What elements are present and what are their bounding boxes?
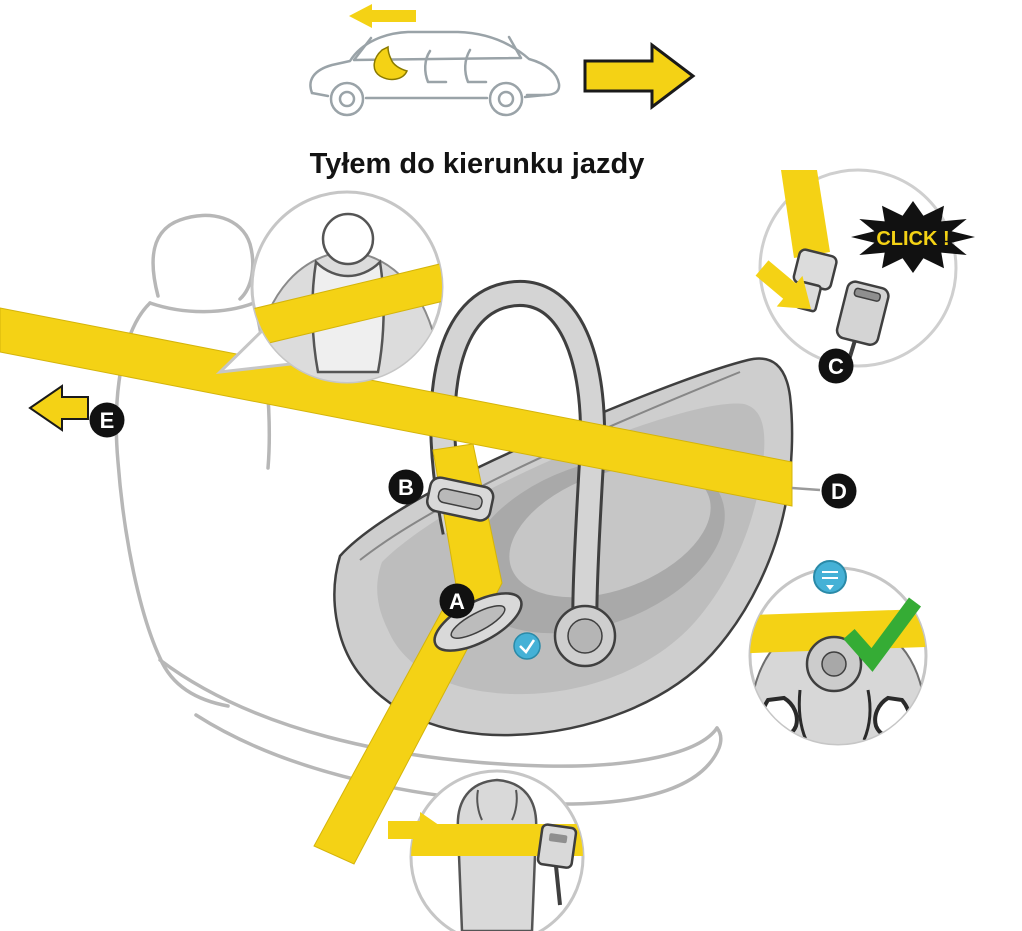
badge-e: E [89, 402, 125, 438]
d-connector-line [791, 486, 821, 492]
shoulder-belt [0, 307, 793, 507]
vehicle-headrest [151, 213, 255, 301]
chest-belt-callout [215, 190, 444, 384]
belt-guide-icon [813, 560, 847, 594]
insert-buckle-arrow-icon [755, 260, 812, 310]
check-icon [843, 597, 922, 672]
lap-belt-callout [388, 769, 585, 931]
buckle-receptacle [835, 280, 890, 379]
belt-lockoff [425, 476, 495, 522]
belt-route-callout [748, 566, 928, 746]
badge-d: D [821, 473, 857, 509]
belt-hook [433, 592, 523, 652]
badge-c: C [818, 348, 854, 384]
baby-head [321, 212, 375, 266]
badge-b: B [388, 469, 424, 505]
badge-b-label: B [398, 475, 414, 500]
badge-d-label: D [831, 479, 847, 504]
route-belt-arrow-icon [388, 812, 446, 848]
buckle-callout [755, 168, 958, 379]
badge-a: A [439, 583, 475, 619]
badge-a-label: A [449, 589, 465, 614]
badge-c-label: C [828, 354, 844, 379]
click-label: CLICK ! [876, 228, 949, 250]
buckle-tongue [792, 248, 838, 313]
car-child-seat [373, 45, 409, 81]
pull-belt-arrow-icon [28, 384, 89, 432]
callout-belt-band [252, 261, 442, 349]
rear-wheel [488, 81, 524, 117]
front-wheel [329, 81, 365, 117]
callout-buckle [536, 823, 578, 869]
vehicle-cushion [158, 658, 719, 768]
badge-e-label: E [100, 408, 115, 433]
page-title: Tyłem do kierunku jazdy [310, 148, 645, 180]
travel-direction-arrow-icon [583, 41, 696, 111]
brand-dot-icon [513, 632, 541, 660]
car-reverse-arrow-icon [349, 4, 416, 28]
click-burst [851, 201, 975, 273]
click-callout: CLICK ! [851, 201, 975, 273]
buckle-strap [781, 170, 830, 258]
car-illustration [309, 30, 561, 117]
